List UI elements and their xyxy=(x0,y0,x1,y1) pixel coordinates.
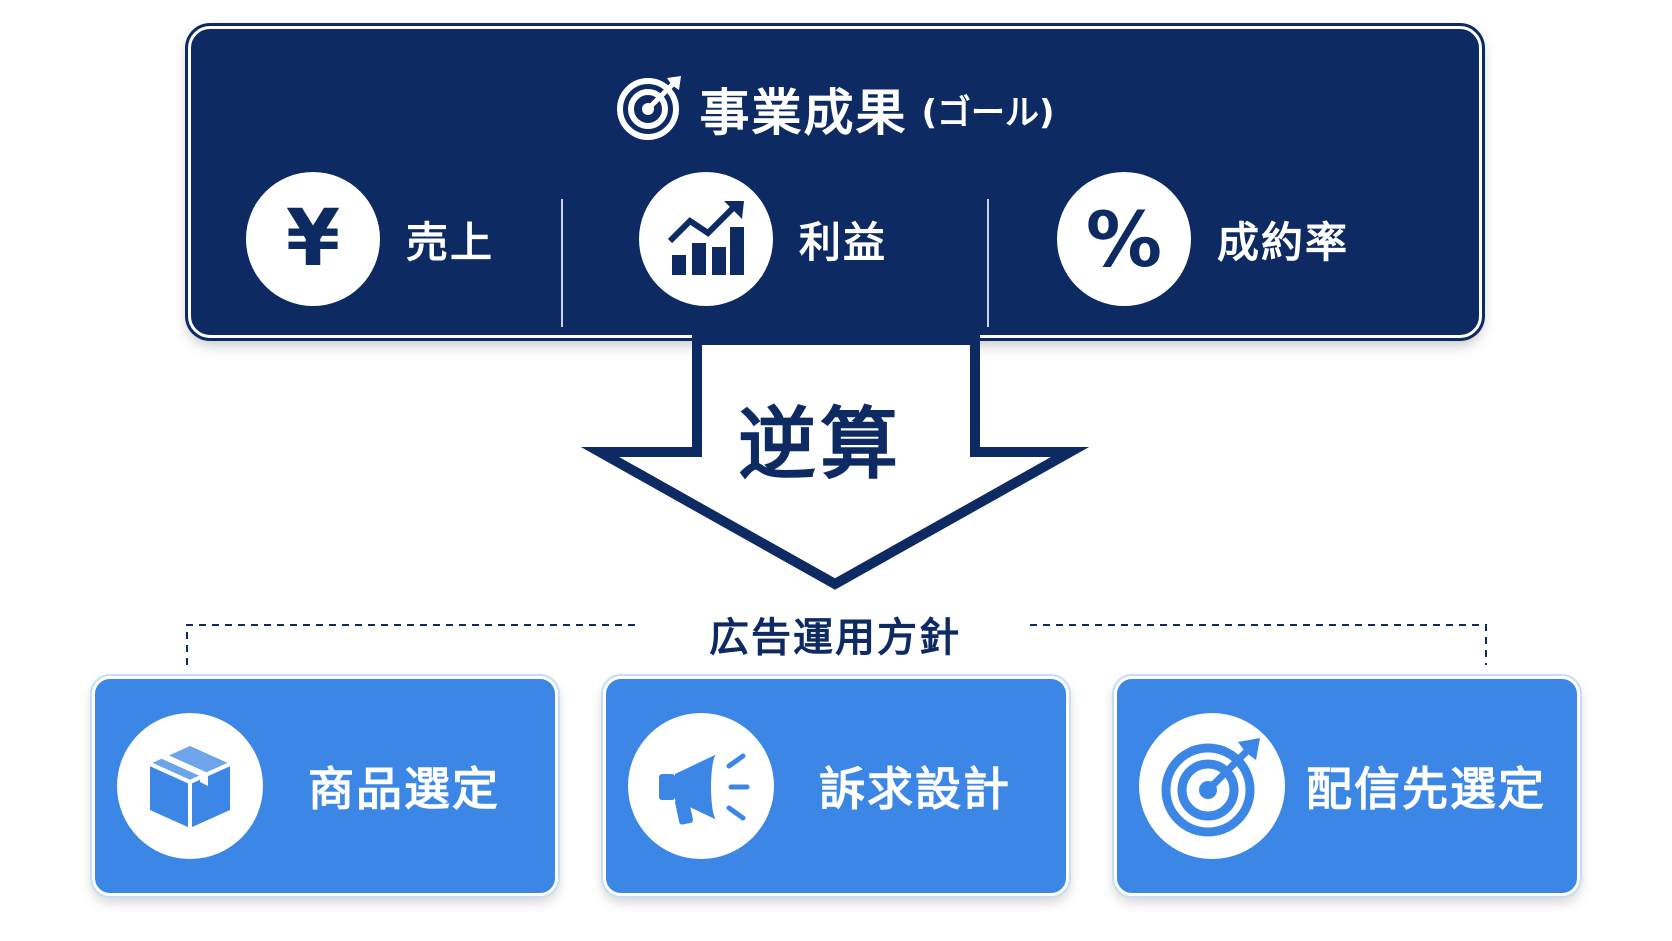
metric-conversion: % 成約率 xyxy=(1057,164,1349,314)
metric-divider xyxy=(561,199,563,327)
policy-card-targeting: 配信先選定 xyxy=(1114,676,1580,896)
goal-box: 事業成果 (ゴール) ¥ 売上 利益 % 成約率 xyxy=(188,26,1482,338)
metric-profit: 利益 xyxy=(639,164,887,314)
metric-profit-label: 利益 xyxy=(799,217,888,267)
target-icon xyxy=(1139,713,1285,859)
metric-sales: ¥ 売上 xyxy=(246,164,494,314)
metric-conversion-label: 成約率 xyxy=(1217,217,1350,267)
goal-header: 事業成果 (ゴール) xyxy=(191,69,1479,149)
metric-sales-label: 売上 xyxy=(406,217,495,267)
arrow-label: 逆算 xyxy=(737,400,902,490)
policy-card-appeal-label: 訴求設計 xyxy=(819,762,1011,816)
policy-card-product-label: 商品選定 xyxy=(308,762,500,816)
target-icon xyxy=(615,72,685,146)
goal-title-sub: (ゴール) xyxy=(921,92,1055,133)
policy-label: 広告運用方針 xyxy=(650,605,1020,663)
percent-icon: % xyxy=(1057,172,1191,306)
growth-chart-icon xyxy=(639,172,773,306)
policy-card-targeting-label: 配信先選定 xyxy=(1306,762,1546,816)
box-icon xyxy=(117,713,263,859)
megaphone-icon xyxy=(628,713,774,859)
policy-card-product: 商品選定 xyxy=(92,676,558,896)
metric-divider xyxy=(987,199,989,327)
yen-icon: ¥ xyxy=(246,172,380,306)
goal-title: 事業成果 xyxy=(699,84,908,142)
policy-card-appeal: 訴求設計 xyxy=(603,676,1069,896)
